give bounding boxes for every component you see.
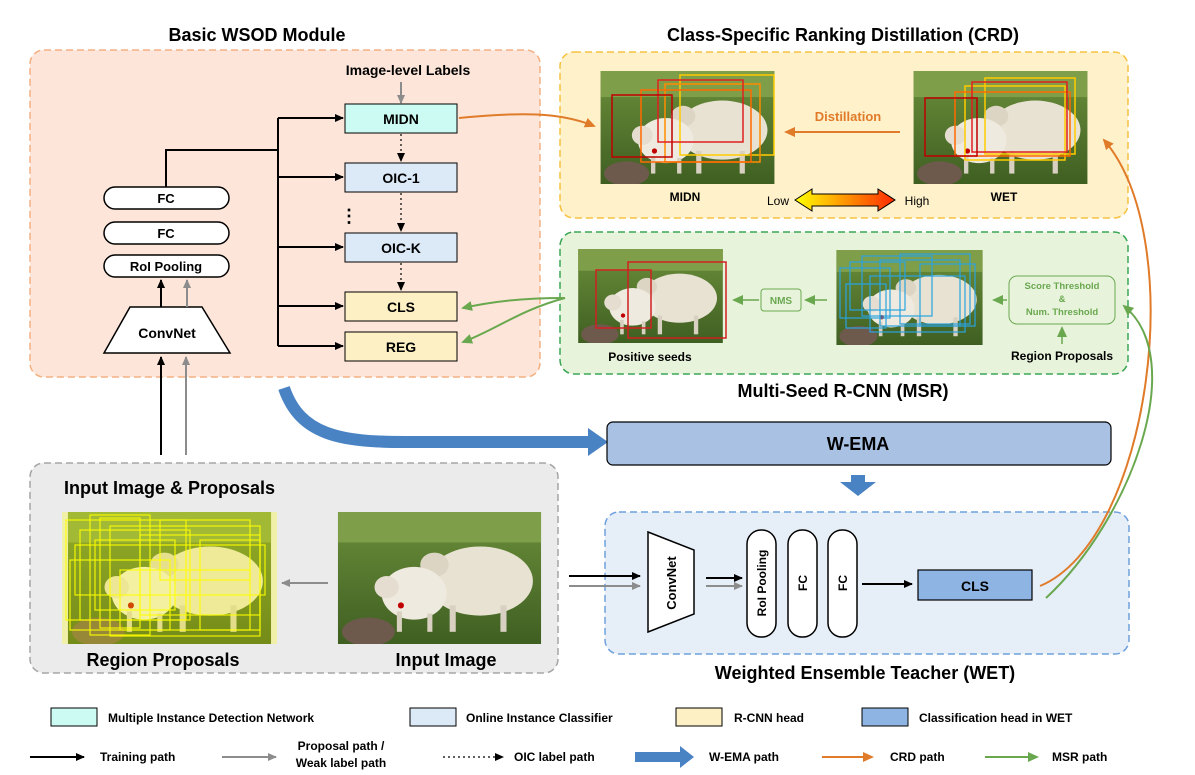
region-proposals-image <box>836 250 983 345</box>
crd-path-midn-arrow <box>458 113 596 128</box>
wet-title: Weighted Ensemble Teacher (WET) <box>715 663 1015 683</box>
crd-title: Class-Specific Ranking Distillation (CRD… <box>667 25 1019 45</box>
fc-label-1: FC <box>157 191 175 206</box>
input-image <box>337 512 542 644</box>
legend-wema-path-icon <box>635 746 694 768</box>
wet-fc1-label: FC <box>796 575 810 591</box>
rank-high-label: High <box>905 194 930 208</box>
crd-wet-image <box>913 71 1088 184</box>
midn-label: MIDN <box>383 111 419 127</box>
crd-path-wet-arrow <box>1039 138 1152 587</box>
wema-path-arrow-head <box>588 428 608 456</box>
wema-block: W-EMA <box>606 421 1112 466</box>
legend-item-wet-cls: Classification head in WET <box>861 707 1073 727</box>
legend-proposal-path-label-1: Proposal path / <box>298 739 385 753</box>
legend-proposal-path-label-2: Weak label path <box>296 756 386 770</box>
crd-wet-caption: WET <box>991 190 1018 204</box>
convnet-label: ConvNet <box>138 325 196 341</box>
fc-block-1: FC <box>103 186 230 210</box>
midn-block: MIDN <box>344 103 458 134</box>
input-region-proposals-caption: Region Proposals <box>86 650 239 670</box>
wema-path-arrow-body <box>278 385 590 448</box>
wet-fc2-block: FC <box>827 529 858 638</box>
basic-wsod-module: Basic WSOD Module Image-level Labels MID… <box>29 25 541 378</box>
threshold-block: Score Threshold & Num. Threshold <box>1008 275 1116 325</box>
wet-module: Weighted Ensemble Teacher (WET) ConvNet … <box>604 511 1130 683</box>
legend-item-oic: Online Instance Classifier <box>409 707 613 727</box>
nms-block: NMS <box>760 288 802 312</box>
roi-pooling-label: RoI Pooling <box>130 259 202 274</box>
wet-cls-label: CLS <box>961 578 989 594</box>
msr-path-reg-arrow <box>461 297 566 344</box>
crd-midn-caption: MIDN <box>670 190 701 204</box>
legend-oic-label-path-label: OIC label path <box>514 750 595 764</box>
msr-path-cls-arrow <box>461 297 566 311</box>
reg-label: REG <box>386 339 416 355</box>
image-level-labels: Image-level Labels <box>346 62 471 78</box>
distillation-label: Distillation <box>815 109 882 124</box>
msr-region-proposals-label: Region Proposals <box>1011 349 1113 363</box>
legend-crd-path-label: CRD path <box>890 750 945 764</box>
legend-training-path-label: Training path <box>100 750 175 764</box>
threshold-line-2: & <box>1059 294 1066 305</box>
legend-wet-cls-label: Classification head in WET <box>919 711 1073 725</box>
cls-label: CLS <box>387 299 415 315</box>
ranking-gradient-arrow <box>794 188 896 212</box>
legend-item-midn: Multiple Instance Detection Network <box>50 707 314 727</box>
region-proposals-overlay-image <box>62 512 277 644</box>
wet-roi-block: RoI Pooling <box>746 529 777 638</box>
legend-item-rcnn: R-CNN head <box>675 707 804 727</box>
fc-block-2: FC <box>103 221 230 245</box>
wsod-title: Basic WSOD Module <box>168 25 345 45</box>
wet-cls-block: CLS <box>917 569 1033 601</box>
wema-label: W-EMA <box>827 434 890 454</box>
legend-oic-label: Online Instance Classifier <box>466 711 613 725</box>
positive-seeds-image <box>578 249 727 343</box>
oic1-block: OIC-1 <box>344 162 458 193</box>
msr-module: Multi-Seed R-CNN (MSR) Positive seeds NM… <box>559 231 1129 401</box>
legend-rcnn-label: R-CNN head <box>734 711 804 725</box>
reg-block: REG <box>344 331 458 362</box>
legend-midn-label: Multiple Instance Detection Network <box>108 711 314 725</box>
convnet-block: ConvNet <box>102 306 232 354</box>
cls-block: CLS <box>344 291 458 322</box>
crd-module: Class-Specific Ranking Distillation (CRD… <box>559 25 1129 219</box>
legend-msr-path-label: MSR path <box>1052 750 1107 764</box>
input-image-caption: Input Image <box>395 650 496 670</box>
wema-down-arrow <box>840 475 876 496</box>
oic1-label: OIC-1 <box>382 170 420 186</box>
fc-label-2: FC <box>157 226 175 241</box>
wet-fc1-block: FC <box>787 529 818 638</box>
crd-midn-image <box>600 71 775 184</box>
wet-roi-label: RoI Pooling <box>755 550 769 617</box>
positive-seeds-caption: Positive seeds <box>608 350 692 364</box>
oick-block: OIC-K <box>344 232 458 263</box>
threshold-line-3: Num. Threshold <box>1026 307 1099 318</box>
msr-path-wet-arrow <box>1045 304 1154 599</box>
input-title: Input Image & Proposals <box>64 478 275 498</box>
msr-title: Multi-Seed R-CNN (MSR) <box>738 381 949 401</box>
input-image-proposals: Input Image & Proposals Region Proposals… <box>29 462 559 674</box>
legend: Multiple Instance Detection Network Onli… <box>30 707 1107 770</box>
roi-pooling-block: RoI Pooling <box>103 254 230 278</box>
wet-fc2-label: FC <box>836 575 850 591</box>
threshold-line-1: Score Threshold <box>1025 281 1100 292</box>
rank-low-label: Low <box>767 194 789 208</box>
fc-to-heads-line <box>165 149 278 187</box>
wet-convnet-block: ConvNet <box>647 530 695 634</box>
nms-label: NMS <box>770 296 793 307</box>
wet-convnet-label: ConvNet <box>664 556 679 610</box>
legend-wema-path-label: W-EMA path <box>709 750 779 764</box>
wsod-panel-bg <box>29 49 541 378</box>
oick-label: OIC-K <box>381 240 421 256</box>
ellipsis-dots: ⋮ <box>340 206 358 226</box>
